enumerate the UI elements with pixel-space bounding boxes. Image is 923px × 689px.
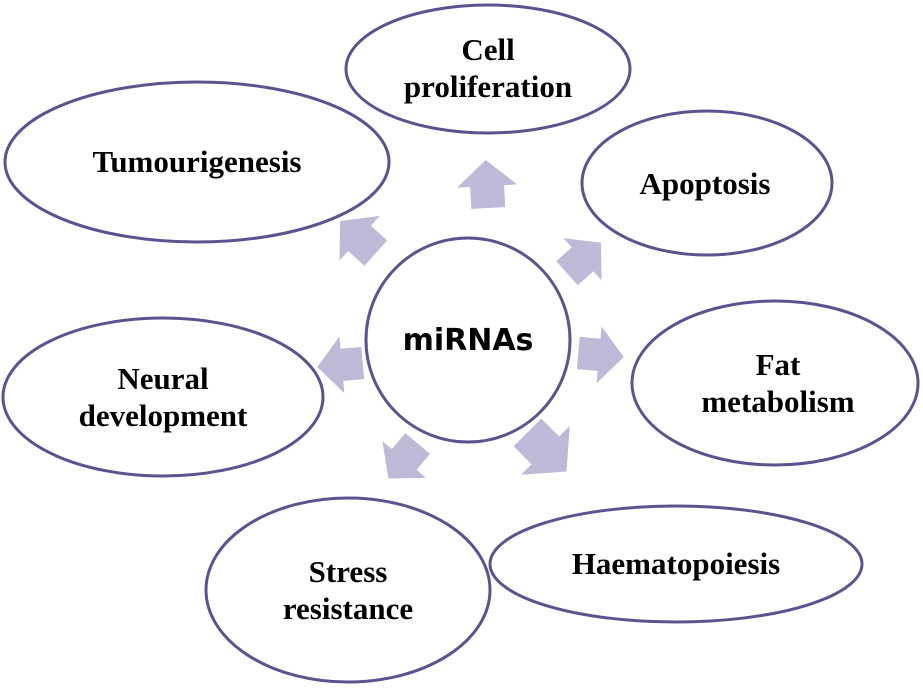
- arrow-to-haematopoiesis: [513, 418, 570, 475]
- node-neural-development: Neural development: [1, 316, 325, 478]
- node-apoptosis: Apoptosis: [580, 109, 834, 257]
- node-label-line: Neural: [117, 361, 209, 396]
- node-label-line: Haematopoiesis: [572, 546, 780, 581]
- node-label-line: Stress: [309, 554, 388, 589]
- node-ellipse: [580, 109, 834, 257]
- node-tumourigenesis: Tumourigenesis: [3, 80, 391, 244]
- arrow-to-cell-proliferation: [457, 160, 518, 209]
- node-fat-metabolism: Fat metabolism: [630, 299, 920, 467]
- arrow-to-tumourigenesis: [339, 216, 388, 266]
- arrow-to-stress-resistance: [382, 433, 431, 479]
- arrows-layer: [317, 160, 624, 479]
- node-stress-resistance: Stress resistance: [204, 496, 492, 684]
- node-ellipse: [488, 504, 864, 624]
- node-ellipse: [1, 316, 325, 478]
- node-cell-proliferation: Cell proliferation: [344, 3, 632, 135]
- node-ellipse: [3, 80, 391, 244]
- node-label-line: Tumourigenesis: [92, 144, 301, 179]
- arrow-to-apoptosis: [556, 238, 602, 286]
- node-ellipse: [344, 3, 632, 135]
- hub-node: miRNAs: [364, 236, 572, 444]
- node-label-line: Cell: [461, 32, 515, 67]
- arrow-to-neural-development: [317, 336, 365, 394]
- node-label-line: proliferation: [404, 69, 572, 104]
- hub-label: miRNAs: [403, 323, 534, 358]
- node-haematopoiesis: Haematopoiesis: [488, 504, 864, 624]
- node-ellipse: [630, 299, 920, 467]
- hub-circle: [364, 236, 572, 444]
- node-label-line: Apoptosis: [640, 166, 771, 201]
- node-ellipse: [204, 496, 492, 684]
- node-label-line: metabolism: [701, 384, 854, 419]
- node-label-line: resistance: [283, 591, 413, 626]
- arrow-to-fat-metabolism: [576, 326, 624, 384]
- node-label-line: Fat: [756, 347, 801, 382]
- node-label-line: development: [79, 398, 248, 433]
